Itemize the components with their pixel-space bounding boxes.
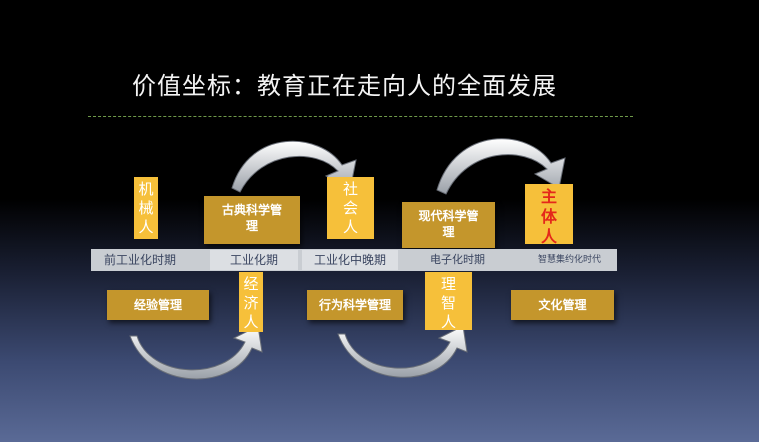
stage-label-late-industrial: 工业化中晚期 <box>302 250 398 270</box>
title-divider <box>88 116 633 117</box>
stage-label-smart-intensive: 智慧集约化时代 <box>538 255 602 265</box>
curved-arrow-icon <box>436 138 566 195</box>
management-experience: 经验管理 <box>107 290 209 320</box>
stage-label-industrial: 工业化期 <box>210 250 298 270</box>
curved-arrow-icon <box>337 325 468 378</box>
management-modern-scientific: 现代科学管理 <box>402 202 495 248</box>
curved-arrow-icon <box>231 140 357 193</box>
human-type-rational: 理智人 <box>425 272 472 331</box>
stage-label-electronic: 电子化时期 <box>430 253 485 266</box>
human-type-mechanical: 机械人 <box>134 177 158 239</box>
stage-label-pre-industrial: 前工业化时期 <box>104 253 177 267</box>
human-type-subject: 主体人 <box>525 184 573 246</box>
slide-title: 价值坐标：教育正在走向人的全面发展 <box>132 72 557 100</box>
management-behavioral-scientific: 行为科学管理 <box>307 290 403 320</box>
human-type-social: 社会人 <box>327 177 374 239</box>
management-classical-scientific: 古典科学管理 <box>204 196 300 244</box>
curved-arrow-icon <box>129 325 263 380</box>
management-cultural: 文化管理 <box>511 290 614 320</box>
human-type-economic: 经济人 <box>239 272 263 332</box>
